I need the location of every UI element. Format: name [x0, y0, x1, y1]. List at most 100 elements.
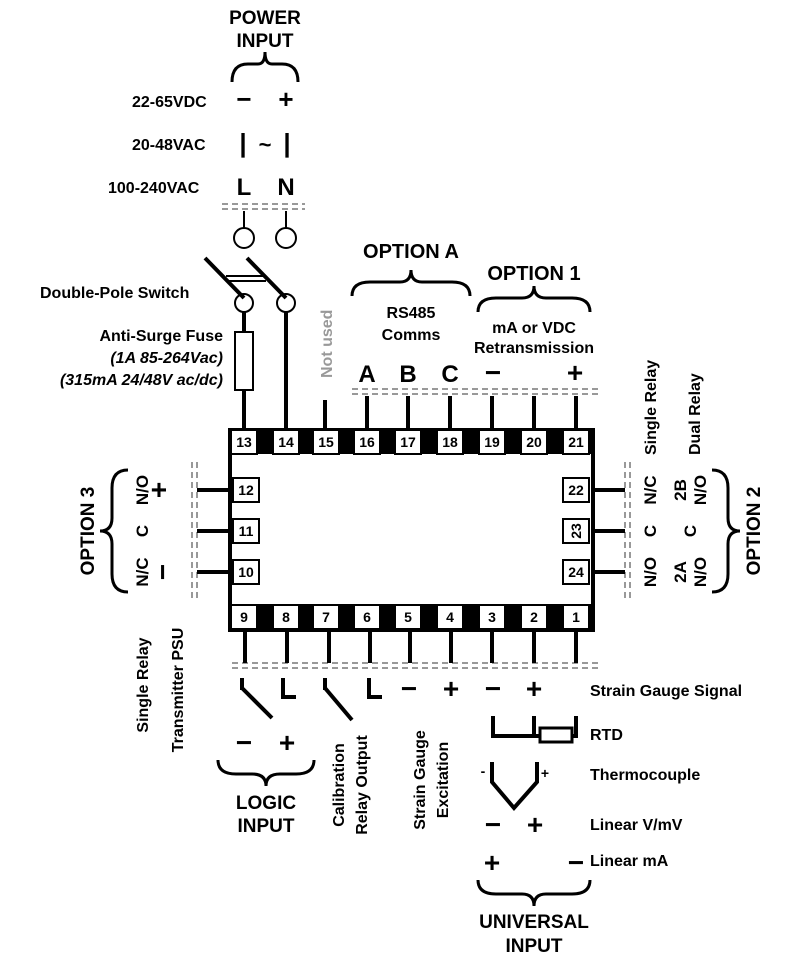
- option-2-dual-relay: Dual Relay: [687, 373, 704, 455]
- universal-title-2: INPUT: [506, 936, 563, 957]
- terminal-number: 16: [359, 434, 375, 450]
- option-3-title: OPTION 3: [78, 487, 99, 576]
- terminal-box: [478, 604, 506, 630]
- logic-title-1: LOGIC: [236, 793, 296, 814]
- ac-bar-left: |: [239, 128, 246, 158]
- tc-label: Thermocouple: [590, 767, 700, 784]
- option-3-no: N/O: [133, 475, 152, 505]
- sg-plus: +: [526, 673, 542, 704]
- thermocouple-symbol: [490, 762, 539, 812]
- option-3-transmitter: Transmitter PSU: [170, 628, 187, 752]
- terminal-box: [232, 477, 260, 503]
- option-a-sub-1: RS485: [387, 305, 436, 322]
- logic-plus: +: [279, 727, 295, 758]
- option-2-c: C: [641, 525, 660, 537]
- rtd-label: RTD: [590, 727, 623, 744]
- logic-brace: [216, 759, 316, 787]
- option-3-plus: +: [143, 482, 174, 498]
- option-1-title: OPTION 1: [487, 263, 580, 285]
- option-3-brace: [99, 468, 129, 594]
- option-3-minus: −: [147, 564, 178, 580]
- terminal-number: 15: [318, 434, 334, 450]
- option-a-brace: [350, 269, 472, 297]
- universal-title-1: UNIVERSAL: [479, 912, 589, 933]
- option-2-single-relay: Single Relay: [643, 360, 660, 455]
- tc-plus: +: [541, 765, 549, 781]
- terminal-box: [312, 429, 340, 455]
- terminal-box: [562, 604, 590, 630]
- left-terminal-column: 12 11 10: [232, 477, 260, 585]
- terminal-number: 11: [239, 523, 254, 539]
- terminal-number: 14: [278, 434, 294, 450]
- terminal-box: [230, 604, 258, 630]
- option-a-B: B: [399, 361, 416, 388]
- lin-ma-minus: −: [568, 847, 584, 878]
- terminal-number: 10: [238, 564, 254, 580]
- terminal-box: [353, 604, 381, 630]
- sg-minus: −: [485, 673, 501, 704]
- terminal-box: [562, 559, 590, 585]
- terminal-number: 20: [526, 434, 542, 450]
- terminal-box: [520, 604, 548, 630]
- terminal-box: [394, 604, 422, 630]
- calibration-line-1: Calibration: [331, 743, 348, 827]
- switch-blade-left: [203, 256, 246, 300]
- terminal-box: [436, 429, 464, 455]
- excitation-plus: +: [443, 673, 459, 704]
- option-1-plus: +: [567, 357, 583, 388]
- lin-v-label: Linear V/mV: [590, 817, 683, 834]
- excitation-line-1: Strain Gauge: [412, 730, 429, 830]
- terminal-number: 9: [240, 609, 248, 625]
- option-1-minus: −: [485, 357, 501, 388]
- terminal-number: 23: [568, 523, 584, 539]
- option-2-2b: 2B: [671, 479, 690, 501]
- option-2-title: OPTION 2: [744, 487, 765, 576]
- terminal-number: 3: [488, 609, 496, 625]
- ac-high-label: 100-240VAC: [108, 180, 200, 197]
- fuse-line-1: (1A 85-264Vac): [110, 350, 223, 367]
- cal-contact: [367, 678, 382, 699]
- terminal-box: [520, 429, 548, 455]
- not-used-label: Not used: [319, 310, 336, 378]
- universal-brace: [476, 879, 592, 907]
- terminal-number: 22: [568, 482, 584, 498]
- rtd-wire-right: [572, 716, 578, 738]
- line-N: N: [277, 174, 294, 201]
- excitation-line-2: Excitation: [435, 742, 452, 818]
- switch-blade-right: [245, 256, 288, 300]
- option-a-title: OPTION A: [363, 241, 459, 263]
- terminal-number: 5: [404, 609, 412, 625]
- lin-ma-label: Linear mA: [590, 853, 669, 870]
- option-2-2b-no: N/O: [691, 475, 710, 505]
- terminal-number: 18: [442, 434, 458, 450]
- dc-label: 22-65VDC: [132, 94, 207, 111]
- terminal-number: 12: [238, 482, 254, 498]
- dc-plus: +: [278, 84, 293, 114]
- controller-body: [228, 428, 595, 632]
- option-2-2a: 2A: [671, 561, 690, 583]
- terminal-number: 2: [530, 609, 538, 625]
- option-1-brace: [476, 285, 592, 313]
- logic-switch: [240, 686, 274, 720]
- option-2-2a-no: N/O: [691, 557, 710, 587]
- terminal-number: 8: [282, 609, 290, 625]
- power-input-title-1: POWER: [229, 8, 301, 29]
- terminal-number: 17: [400, 434, 416, 450]
- terminal-box: [478, 429, 506, 455]
- fuse-line-2: (315mA 24/48V ac/dc): [60, 372, 223, 389]
- lin-v-minus: −: [485, 809, 501, 840]
- terminal-number: 1: [572, 609, 580, 625]
- ac-tilde: ~: [259, 132, 272, 157]
- cal-switch: [323, 686, 354, 722]
- line-L: L: [237, 174, 252, 201]
- terminal-number: 24: [568, 564, 584, 580]
- option-a-A: A: [358, 361, 375, 388]
- sg-label: Strain Gauge Signal: [590, 683, 742, 700]
- option-1-sub-1: mA or VDC: [492, 320, 576, 337]
- ac-bar-right: |: [283, 128, 290, 158]
- terminal-box: [230, 429, 258, 455]
- terminal-box: [272, 604, 300, 630]
